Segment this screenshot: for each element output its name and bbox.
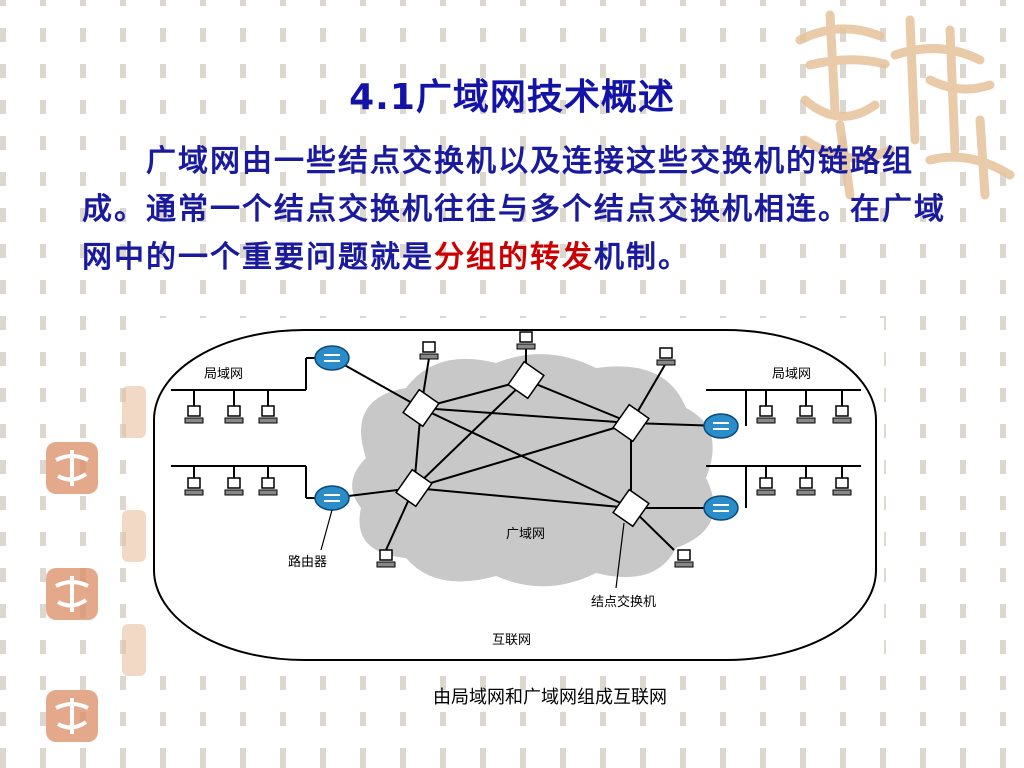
slide-title: 4.1广域网技术概述 [349, 77, 675, 118]
seal-icon [46, 442, 98, 494]
switch-label: 结点交换机 [591, 594, 656, 610]
seal-icon [122, 386, 146, 438]
internet-label: 互联网 [492, 633, 531, 648]
router-label: 路由器 [288, 554, 327, 570]
body-paragraph: 广域网由一些结点交换机以及连接这些交换机的链路组成。通常一个结点交换机往往与多个… [82, 138, 962, 282]
figure-caption: 由局域网和广域网组成互联网 [433, 687, 667, 708]
seal-icon [122, 624, 146, 676]
paragraph-highlight: 分组的转发 [434, 240, 594, 275]
paragraph-text: 广域网由一些结点交换机以及连接这些交换机的链路组成。通常一个结点交换机往往与多个… [82, 144, 946, 275]
paragraph-end: 机制。 [594, 240, 690, 275]
seal-icon [46, 690, 98, 742]
wan-label: 广域网 [506, 527, 545, 542]
lan-left-label: 局域网 [204, 367, 243, 382]
lan-right-label: 局域网 [772, 367, 811, 382]
seal-icon [122, 510, 146, 562]
seal-icon [46, 568, 98, 620]
auspicious-seal-watermark [795, 10, 1015, 200]
network-diagram: 局域网 局域网 广域网 路由器 结点交换机 互联网 [153, 329, 877, 661]
